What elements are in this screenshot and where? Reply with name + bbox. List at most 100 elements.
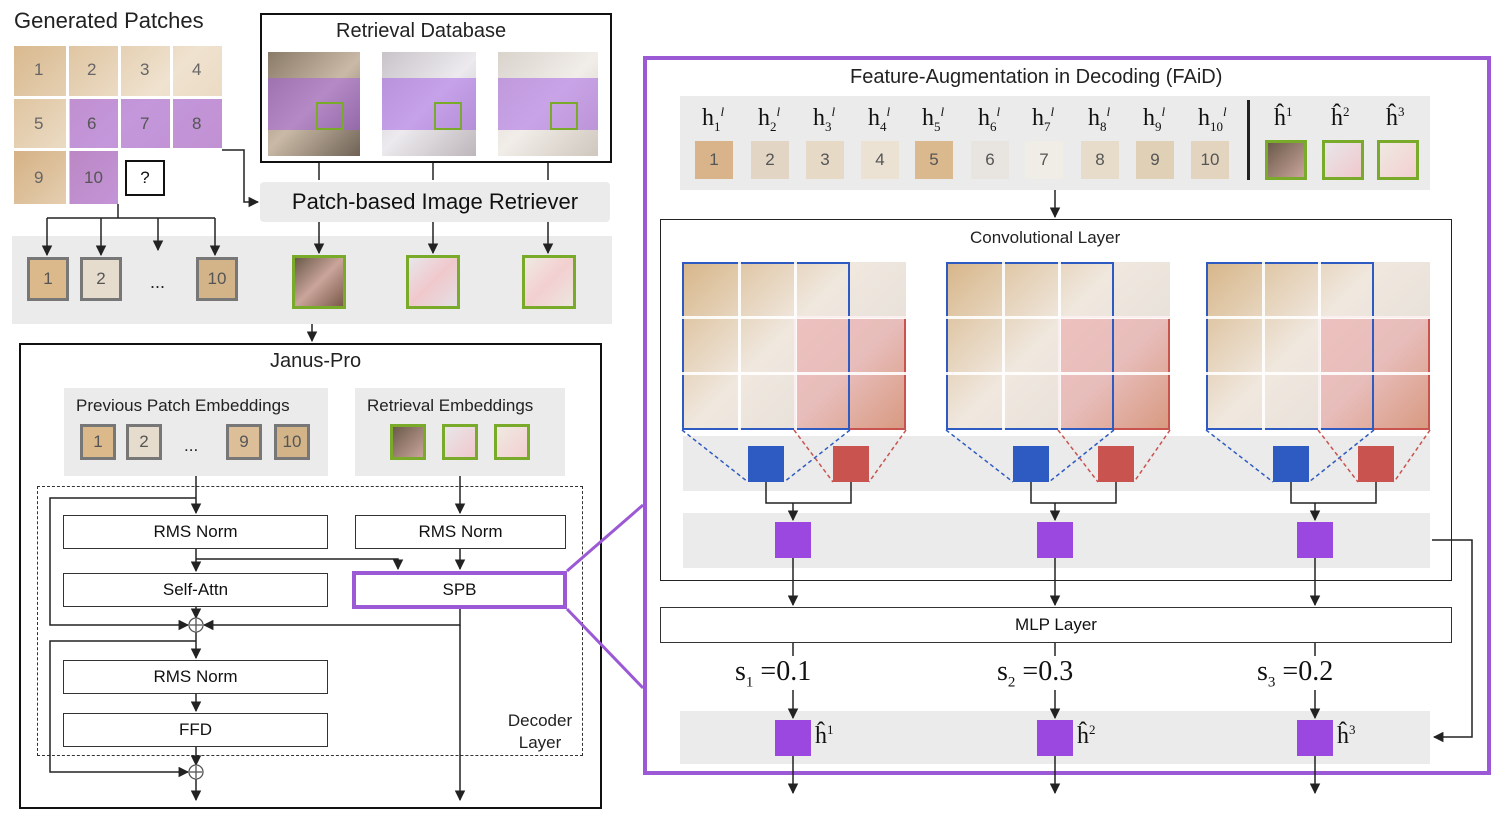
h-hat-patch xyxy=(1377,140,1419,180)
ffd-label: FFD xyxy=(178,720,213,739)
faid-panel xyxy=(643,56,1491,775)
retrieved-patch-1 xyxy=(292,255,346,309)
row-patch-2: 2 xyxy=(80,257,122,301)
prev-patch-label: 1 xyxy=(93,432,103,451)
h-hat-patch xyxy=(1265,140,1307,180)
retrieval-database-title: Retrieval Database xyxy=(336,20,507,42)
ffd-block: FFD xyxy=(63,713,328,747)
h-feature-label: h10l xyxy=(1198,104,1227,134)
row-patch-10: 10 xyxy=(196,257,238,301)
patch-number: 5 xyxy=(34,114,44,133)
retrieval-embedding-1 xyxy=(390,424,426,460)
output-h-hat-label: ĥ2 xyxy=(1077,722,1096,749)
h-feature-label: h6l xyxy=(978,104,1001,134)
retrieval-image-2 xyxy=(382,52,476,156)
h-feature-label: h7l xyxy=(1032,104,1055,134)
retrieval-embedding-3 xyxy=(494,424,530,460)
patch-number: 7 xyxy=(140,114,150,133)
blue-feature-square xyxy=(1273,446,1309,482)
h-feature-patch: 9 xyxy=(1136,141,1174,179)
grid-line xyxy=(1206,372,1430,375)
generated-patches-image: 1 2 3 4 5 6 7 8 9 10 xyxy=(14,46,222,204)
retrieval-embeddings-label: Retrieval Embeddings xyxy=(367,396,534,415)
row-patch-1: 1 xyxy=(27,257,69,301)
rms-norm-label: RMS Norm xyxy=(153,667,238,686)
h-feature-patch: 10 xyxy=(1191,141,1229,179)
grid-line xyxy=(946,316,1170,319)
patch-number: 8 xyxy=(192,114,202,133)
grid-line xyxy=(1206,316,1430,319)
rms-norm-label: RMS Norm xyxy=(418,522,503,541)
h-feature-label: h3l xyxy=(813,104,836,134)
rms-norm-label: RMS Norm xyxy=(153,522,238,541)
grid-line xyxy=(738,262,741,430)
grid-line xyxy=(946,372,1170,375)
self-attn-block: Self-Attn xyxy=(63,573,328,607)
prev-patch-10: 10 xyxy=(274,424,310,460)
prev-patch-1: 1 xyxy=(80,424,116,460)
generated-patches-title: Generated Patches xyxy=(14,8,204,33)
h-feature-patch: 7 xyxy=(1025,141,1063,179)
grid-line xyxy=(682,316,906,319)
row-patch-label: 1 xyxy=(43,269,53,288)
patch-number: 6 xyxy=(87,114,97,133)
prev-patch-label: 10 xyxy=(282,432,302,451)
prev-patch-label: 9 xyxy=(239,432,249,451)
convolutional-layer-label: Convolutional Layer xyxy=(970,228,1121,247)
patch-number: 2 xyxy=(87,60,97,79)
prev-patch-9: 9 xyxy=(226,424,262,460)
red-feature-square xyxy=(1098,446,1134,482)
conv-blue-window xyxy=(1206,262,1374,430)
score-label: s3 =0.2 xyxy=(1257,656,1334,691)
blue-feature-square xyxy=(1013,446,1049,482)
mlp-layer-label: MLP Layer xyxy=(1015,615,1097,634)
h-feature-label: h2l xyxy=(758,104,781,134)
h-feature-patch: 8 xyxy=(1081,141,1119,179)
output-feature-square xyxy=(1037,720,1073,756)
rms-norm-lower: RMS Norm xyxy=(63,660,328,694)
output-h-hat-label: ĥ3 xyxy=(1337,722,1356,749)
grid-line xyxy=(682,372,906,375)
h-hat-label: ĥ3 xyxy=(1386,104,1405,131)
h-feature-patch: 3 xyxy=(806,141,844,179)
conv-blue-window xyxy=(682,262,850,430)
h-feature-patch: 1 xyxy=(695,141,733,179)
h-feature-patch: 6 xyxy=(971,141,1009,179)
prev-patch-2: 2 xyxy=(126,424,162,460)
h-feature-label: h8l xyxy=(1088,104,1111,134)
h-separator xyxy=(1247,100,1250,180)
retrieval-image-3 xyxy=(498,52,598,156)
janus-pro-title: Janus-Pro xyxy=(270,350,362,372)
merged-feature-square xyxy=(1297,522,1333,558)
conv-blue-window xyxy=(946,262,1114,430)
h-hat-patch xyxy=(1322,140,1364,180)
patch-number: 3 xyxy=(140,60,150,79)
output-feature-square xyxy=(775,720,811,756)
h-feature-label: h5l xyxy=(922,104,945,134)
h-feature-label: h9l xyxy=(1143,104,1166,134)
prev-patch-label: 2 xyxy=(139,432,149,451)
red-feature-square xyxy=(1358,446,1394,482)
blue-feature-square xyxy=(748,446,784,482)
red-feature-square xyxy=(833,446,869,482)
unknown-patch-box: ? xyxy=(125,160,165,196)
grid-line xyxy=(1002,262,1005,430)
h-feature-patch: 5 xyxy=(915,141,953,179)
retrieval-embedding-2 xyxy=(442,424,478,460)
unknown-patch-mark: ? xyxy=(140,168,150,187)
mlp-layer-box: MLP Layer xyxy=(660,607,1452,643)
spb-label: SPB xyxy=(442,580,477,599)
retrieved-patch-2 xyxy=(406,255,460,309)
retriever-label: Patch-based Image Retriever xyxy=(291,189,579,214)
decoder-layer-box xyxy=(37,486,583,756)
grid-line xyxy=(1318,262,1321,430)
row-patch-label: 2 xyxy=(96,269,106,288)
score-label: s2 =0.3 xyxy=(997,656,1074,691)
merged-feature-square xyxy=(1037,522,1073,558)
rms-norm-right: RMS Norm xyxy=(355,515,566,549)
patch-number: 1 xyxy=(34,60,44,79)
row-patch-label: 10 xyxy=(207,269,227,288)
patch-number: 4 xyxy=(192,60,202,79)
spb-block: SPB xyxy=(352,571,567,609)
